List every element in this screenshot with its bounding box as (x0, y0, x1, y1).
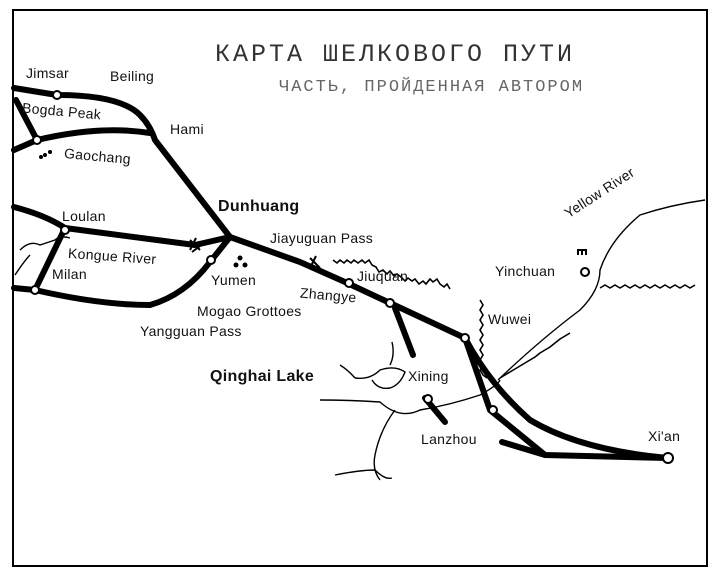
label-yumen: Yumen (211, 272, 257, 288)
label-qinghai-lake: Qinghai Lake (210, 368, 315, 385)
map-title: КАРТА ШЕЛКОВОГО ПУТИ (215, 40, 576, 69)
ruins-icons (39, 150, 248, 268)
label-xian: Xi'an (648, 428, 681, 444)
routes (11, 85, 671, 461)
label-lanzhou: Lanzhou (421, 431, 477, 447)
route-loulan (11, 204, 233, 248)
label-wuwei: Wuwei (488, 311, 532, 327)
qinghai-lake (354, 367, 406, 390)
label-hami: Hami (170, 121, 204, 137)
pass-icons (189, 237, 321, 269)
yinchuan-icon (577, 249, 587, 255)
label-mogao-grottoes: Mogao Grottoes (197, 303, 302, 319)
label-dunhuang: Dunhuang (218, 198, 300, 215)
label-yangguan-pass: Yangguan Pass (140, 323, 242, 339)
label-xining: Xining (408, 368, 449, 384)
city-nodes (30, 90, 674, 464)
map-subtitle: ЧАСТЬ, ПРОЙДЕННАЯ АВТОРОМ (279, 78, 585, 97)
label-milan: Milan (52, 266, 87, 282)
route-xining (392, 305, 416, 358)
label-yinchuan: Yinchuan (495, 263, 556, 279)
label-jiuquan: Jiuquan (357, 268, 409, 284)
label-jiayuguan-pass: Jiayuguan Pass (270, 230, 374, 246)
river-west (19, 236, 71, 251)
route-south (11, 234, 233, 308)
label-loulan: Loulan (62, 208, 106, 224)
rivers (14, 199, 706, 481)
route-xian (462, 335, 671, 461)
label-beiling: Beiling (110, 68, 155, 84)
label-jimsar: Jimsar (26, 65, 70, 81)
yellow-river (497, 199, 706, 381)
